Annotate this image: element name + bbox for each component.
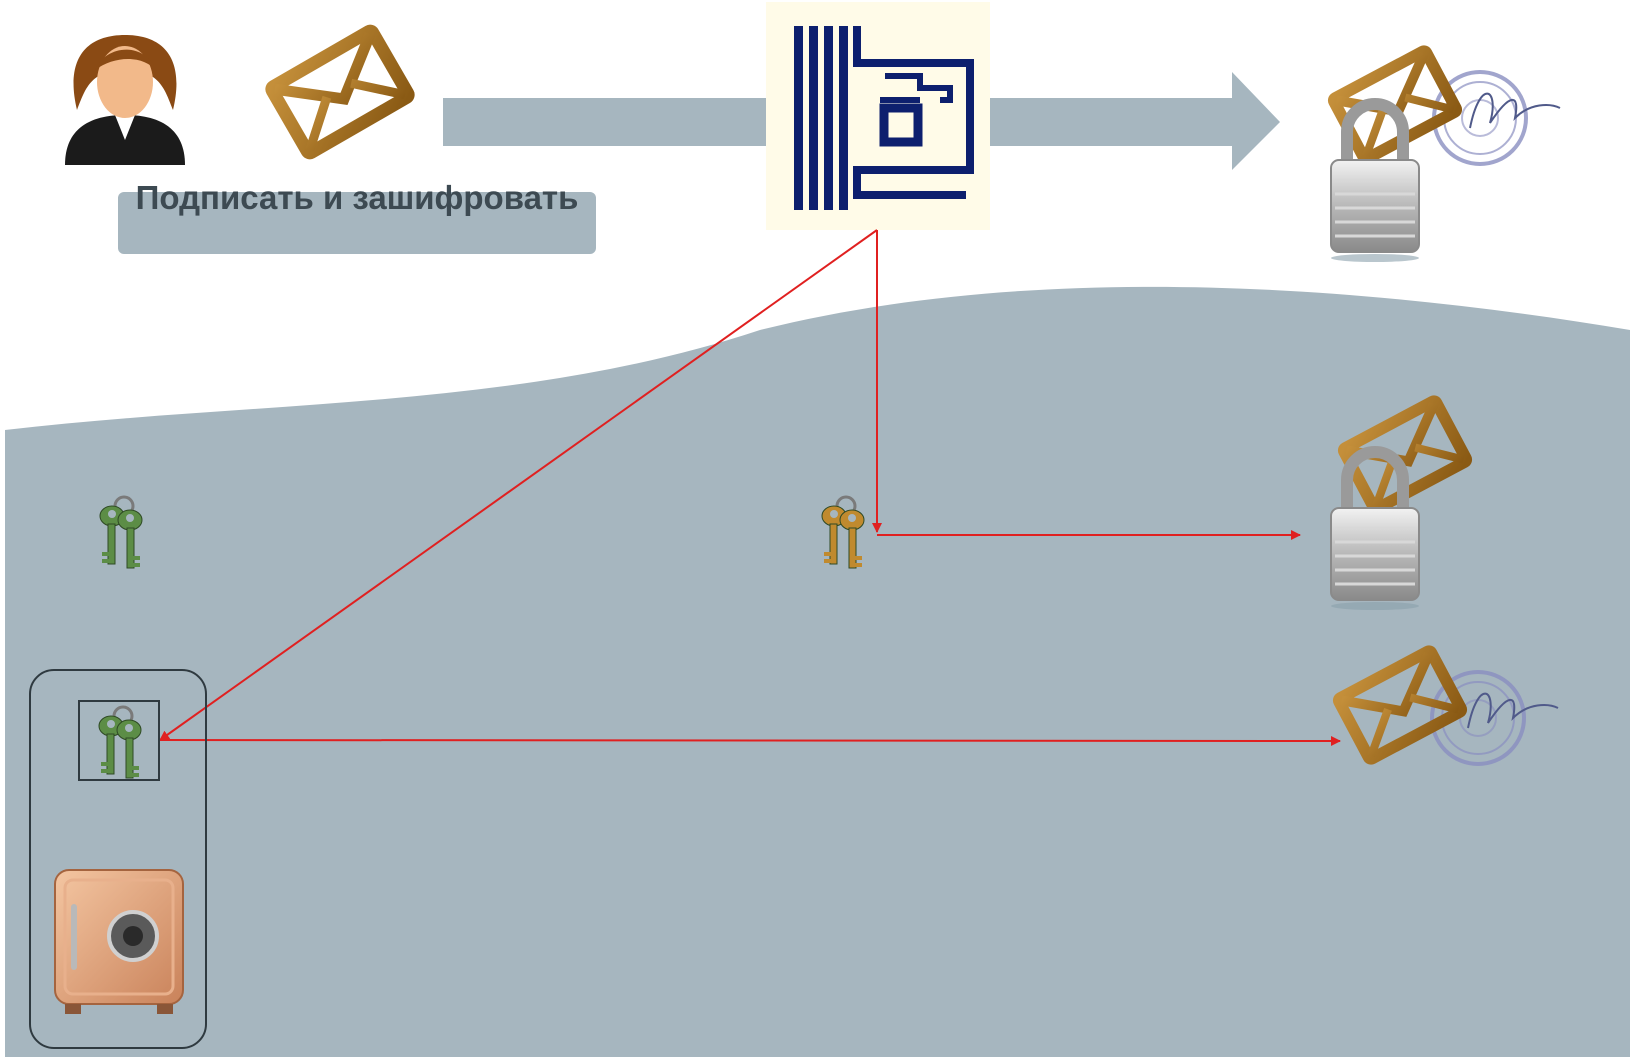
locked-signed-envelope-icon	[1331, 50, 1562, 262]
flow-band-left	[443, 98, 773, 146]
connector-to-signed	[159, 735, 1341, 746]
action-label-box	[118, 192, 596, 254]
selected-key-frame	[78, 700, 160, 781]
key-storage-frame	[29, 669, 207, 1049]
crypto-provider-icon	[766, 2, 990, 230]
envelope-icon	[271, 30, 409, 154]
flow-arrow-right	[990, 72, 1280, 170]
connector-to-safe-keys	[159, 229, 878, 741]
lower-region	[5, 286, 1630, 1057]
action-label: Подписать и зашифровать	[135, 179, 579, 216]
user-avatar-icon	[65, 35, 185, 165]
safe-icon	[54, 869, 184, 1014]
